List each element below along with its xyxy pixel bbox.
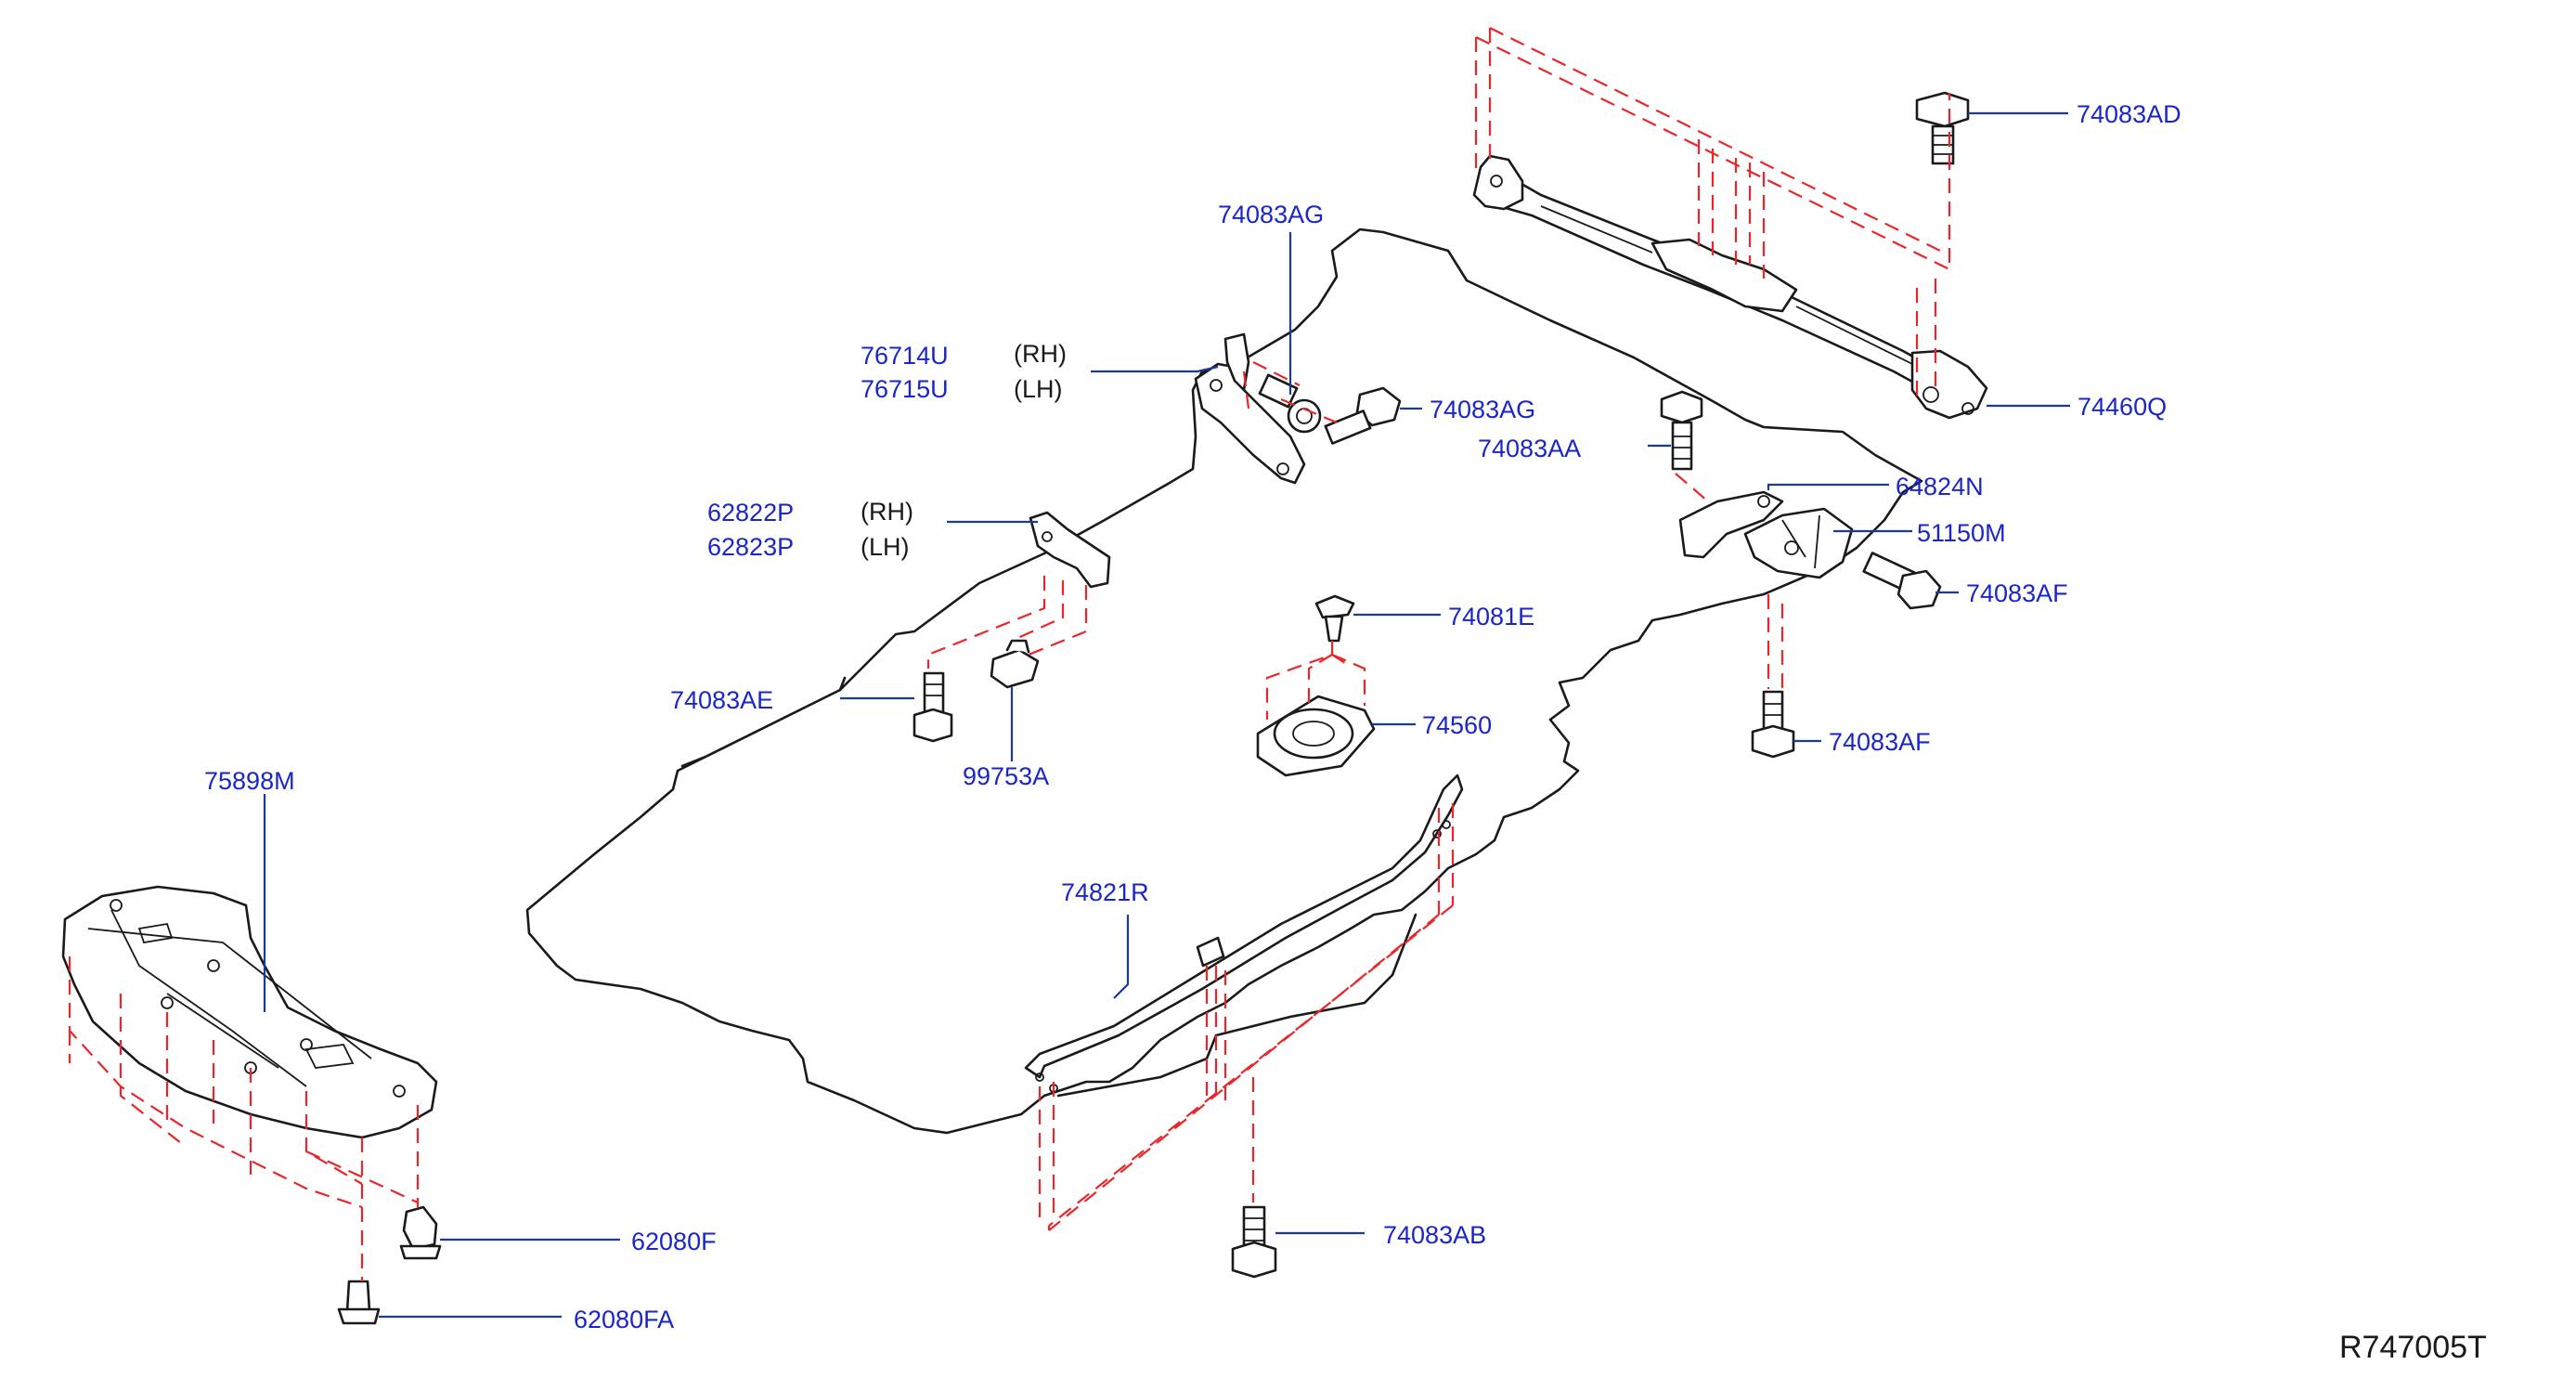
bolt-74083ag-mid	[1324, 386, 1402, 445]
label-lh-62823p: (LH)	[861, 533, 910, 561]
label-74083ag-top: 74083AG	[1218, 201, 1324, 228]
bolt-74083ae	[913, 671, 953, 743]
label-74560: 74560	[1422, 711, 1492, 739]
label-74083ae: 74083AE	[670, 686, 773, 714]
label-62822p: 62822P	[707, 499, 794, 526]
bolt-74083ag-top	[1258, 373, 1322, 434]
floor-panel-outline	[525, 228, 1923, 1135]
undercover-75898m	[61, 885, 438, 1139]
label-74460q: 74460Q	[2078, 393, 2167, 421]
label-74083ad: 74083AD	[2077, 100, 2181, 128]
bracket-76714u	[1194, 332, 1306, 485]
clip-62080f	[399, 1205, 442, 1260]
label-rh-76714u: (RH)	[1014, 340, 1067, 368]
label-62080f: 62080F	[631, 1228, 717, 1255]
label-74083af-b: 74083AF	[1829, 728, 1931, 756]
bolt-74083aa	[1660, 390, 1703, 471]
bolt-74083ab	[1231, 1205, 1277, 1279]
floor-front-rim	[680, 676, 847, 768]
label-75898m: 75898M	[204, 767, 295, 795]
label-74083ag-mid: 74083AG	[1430, 396, 1535, 423]
label-74081e: 74081E	[1448, 603, 1534, 630]
bracket-64824n	[1678, 490, 1784, 559]
clip-74081e	[1314, 594, 1355, 643]
reference-code: R747005T	[2339, 1330, 2487, 1365]
label-74821r: 74821R	[1061, 878, 1149, 906]
bracket-62822p	[1029, 511, 1111, 589]
label-51150m: 51150M	[1917, 519, 2006, 547]
clip-99753a	[990, 639, 1040, 689]
bolt-74083af-a	[1862, 552, 1942, 610]
label-lh-76715u: (LH)	[1014, 375, 1063, 403]
grommet-74560	[1256, 695, 1376, 777]
assembly-dash-lines	[68, 27, 1951, 1281]
cross-member-74460q	[1472, 154, 1988, 420]
label-76714u: 76714U	[861, 342, 949, 370]
bolt-74083af-b	[1751, 690, 1795, 759]
label-62823p: 62823P	[707, 533, 794, 561]
label-rh-62822p: (RH)	[861, 498, 913, 526]
floor-inner-edge	[1056, 913, 1417, 1098]
label-64824n: 64824N	[1896, 473, 1984, 500]
label-74083af-a: 74083AF	[1966, 579, 2068, 607]
label-76715u: 76715U	[861, 375, 949, 403]
side-rail-74821r	[1024, 774, 1464, 1093]
label-74083aa: 74083AA	[1478, 435, 1581, 462]
clip-62080fa	[337, 1280, 381, 1325]
label-62080fa: 62080FA	[574, 1306, 674, 1333]
bolt-74083ad	[1915, 91, 1970, 165]
leader-lines	[263, 111, 2070, 1319]
label-99753a: 99753A	[963, 762, 1049, 790]
label-74083ab: 74083AB	[1383, 1221, 1486, 1249]
mount-51150m	[1743, 507, 1854, 579]
